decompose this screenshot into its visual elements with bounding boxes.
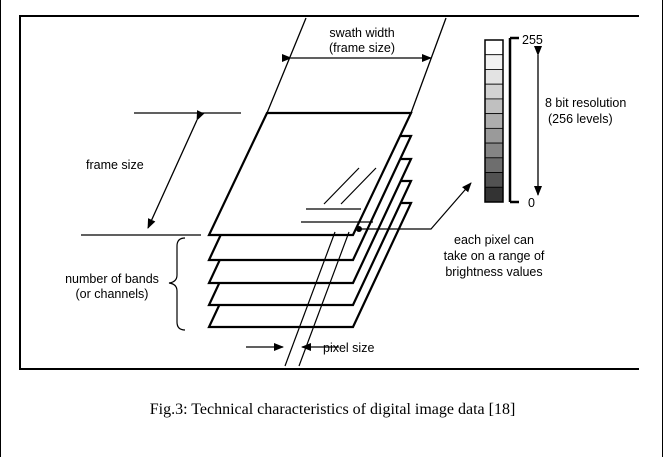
- grayscale-scale-bar: [484, 39, 504, 203]
- scale-min-label: 0: [528, 196, 535, 210]
- scale-max-label: 255: [522, 33, 543, 47]
- resolution-sub-label: (256 levels): [548, 112, 613, 126]
- grayscale-bar-outline: [484, 39, 504, 203]
- bands-brace: [168, 237, 186, 331]
- bands-sub-label: (or channels): [76, 287, 149, 301]
- swath-width-label: swath width: [329, 26, 394, 40]
- band-planes: [207, 111, 413, 329]
- swath-width-sub-label: (frame size): [329, 41, 395, 55]
- frame-size-label: frame size: [86, 158, 144, 172]
- grayscale-swatch: [484, 113, 504, 129]
- grayscale-swatch: [484, 186, 504, 203]
- pixel-note-line-2: take on a range of: [444, 249, 545, 263]
- grayscale-swatch: [484, 127, 504, 144]
- grayscale-swatch: [484, 54, 504, 70]
- pixel-note-line-1: each pixel can: [454, 233, 534, 247]
- grayscale-swatch: [484, 142, 504, 159]
- figure-caption: Fig.3: Technical characteristics of digi…: [149, 401, 516, 418]
- pixel-note-line-3: brightness values: [445, 265, 542, 279]
- grayscale-swatch: [484, 83, 504, 100]
- scale-bracket: [508, 36, 519, 204]
- grayscale-swatch: [484, 39, 504, 56]
- swath-width-dimension: [266, 17, 447, 114]
- resolution-label: 8 bit resolution: [545, 96, 626, 110]
- frame-size-dimension: [81, 110, 241, 236]
- grayscale-swatch: [484, 157, 504, 173]
- grayscale-swatch: [484, 69, 504, 85]
- grayscale-swatch: [484, 98, 504, 115]
- bands-label: number of bands: [65, 272, 159, 286]
- pixel-size-label: pixel size: [323, 341, 374, 355]
- pixel-pointer-line: [359, 182, 472, 230]
- grayscale-swatch: [484, 172, 504, 188]
